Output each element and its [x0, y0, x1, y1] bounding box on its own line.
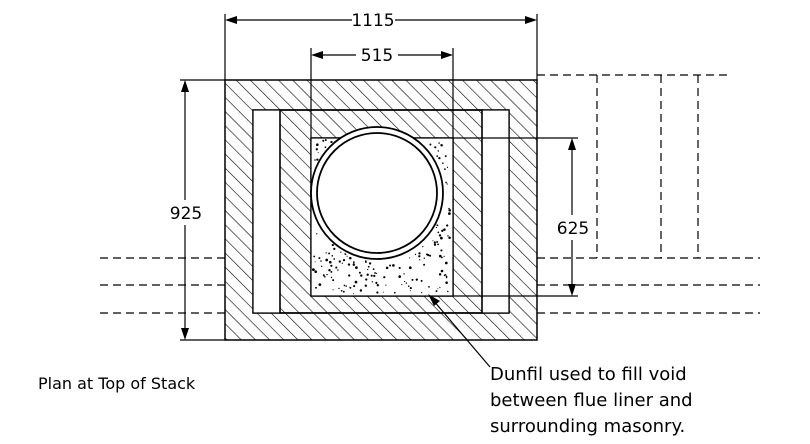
plan-title: Plan at Top of Stack: [38, 374, 196, 393]
dimension-inner-width: [310, 48, 454, 138]
dunfil-note-line-1: Dunfil used to fill void: [490, 364, 687, 385]
dimension-outer-width: [224, 14, 538, 80]
dunfil-speckle-texture: [312, 139, 451, 295]
dimension-inner-depth: [453, 137, 578, 297]
dimension-outer-depth: [180, 79, 225, 341]
dimension-inner-width-label: 515: [361, 46, 393, 66]
dimension-inner-depth-label: 625: [557, 219, 589, 239]
dashed-outline-lines: [100, 74, 760, 314]
dunfil-note-line-2: between flue liner and: [490, 390, 693, 411]
dimension-outer-depth-label: 925: [170, 204, 202, 224]
dunfil-leader-arrow: [428, 294, 491, 368]
dunfil-note-line-3: surrounding masonry.: [490, 416, 685, 437]
dimension-outer-width-label: 1115: [351, 11, 394, 31]
flue-liner: [310, 126, 444, 260]
